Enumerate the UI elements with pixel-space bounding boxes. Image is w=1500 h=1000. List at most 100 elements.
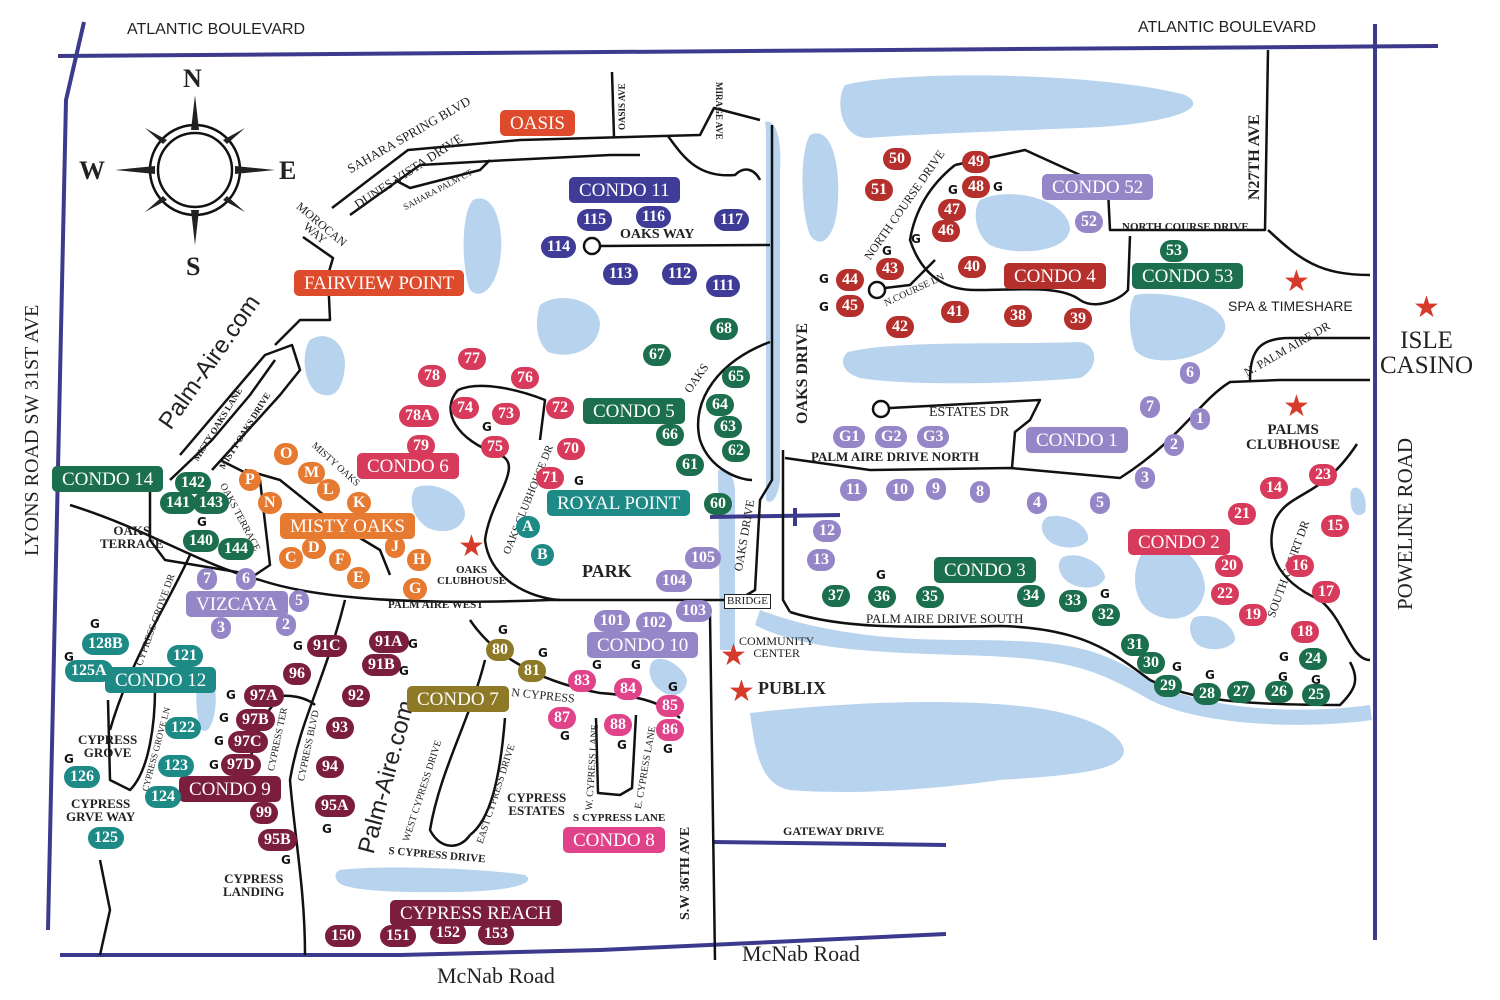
unit-marker[interactable]: 30 [1137,652,1165,674]
unit-marker[interactable]: 114 [541,236,577,258]
unit-marker[interactable]: 24 [1299,648,1327,670]
unit-marker[interactable]: 116 [636,206,672,228]
unit-marker[interactable]: D [302,537,326,559]
unit-marker[interactable]: 72 [546,397,574,419]
unit-marker[interactable]: 37 [822,585,850,607]
unit-marker[interactable]: 22 [1211,583,1239,605]
unit-marker[interactable]: 32 [1092,604,1120,626]
unit-marker[interactable]: 50 [883,148,911,170]
condo-label-condo-11[interactable]: CONDO 11 [569,177,680,203]
unit-marker[interactable]: 42 [886,316,914,338]
unit-marker[interactable]: G2 [875,426,908,448]
unit-marker[interactable]: 128B [82,633,129,655]
unit-marker[interactable]: 3 [1135,467,1155,489]
unit-marker[interactable]: H [407,549,432,571]
unit-marker[interactable]: 78A [399,405,439,427]
unit-marker[interactable]: 75 [481,436,509,458]
unit-marker[interactable]: 35 [916,586,944,608]
unit-marker[interactable]: 115 [577,209,613,231]
unit-marker[interactable]: 5 [1090,492,1110,514]
unit-marker[interactable]: 46 [932,220,960,242]
unit-marker[interactable]: 94 [316,756,344,778]
unit-marker[interactable]: 6 [1180,362,1200,384]
unit-marker[interactable]: 86 [656,719,684,741]
unit-marker[interactable]: 95B [258,829,297,851]
unit-marker[interactable]: 121 [167,645,203,667]
unit-marker[interactable]: 142 [175,472,211,494]
unit-marker[interactable]: 79 [407,435,435,457]
unit-marker[interactable]: 96 [283,663,311,685]
landmark-spa-timeshare[interactable]: SPA & TIMESHARE [1228,298,1353,314]
unit-marker[interactable]: 5 [289,590,309,612]
unit-marker[interactable]: 23 [1309,464,1337,486]
unit-marker[interactable]: 104 [656,570,692,592]
unit-marker[interactable]: 101 [594,610,630,632]
unit-marker[interactable]: 52 [1075,211,1103,233]
unit-marker[interactable]: 70 [557,438,585,460]
unit-marker[interactable]: 43 [876,258,904,280]
unit-marker[interactable]: 11 [840,479,868,501]
unit-marker[interactable]: 103 [676,600,712,622]
landmark-publix[interactable]: PUBLIX [758,678,827,698]
unit-marker[interactable]: 9 [926,478,946,500]
unit-marker[interactable]: 7 [197,568,217,590]
unit-marker[interactable]: 97A [244,685,284,707]
unit-marker[interactable]: 122 [165,717,201,739]
unit-marker[interactable]: G [403,578,428,600]
unit-marker[interactable]: 7 [1140,396,1160,418]
unit-marker[interactable]: 67 [643,344,671,366]
unit-marker[interactable]: 151 [380,925,416,947]
unit-marker[interactable]: 153 [478,923,514,945]
unit-marker[interactable]: 91B [362,654,401,676]
unit-marker[interactable]: 13 [807,549,835,571]
unit-marker[interactable]: M [298,462,326,484]
condo-label-condo-6[interactable]: CONDO 6 [357,453,459,479]
unit-marker[interactable]: 51 [865,179,893,201]
unit-marker[interactable]: 78 [418,365,446,387]
unit-marker[interactable]: A [516,516,540,538]
unit-marker[interactable]: 81 [518,660,546,682]
condo-label-condo-7[interactable]: CONDO 7 [407,686,509,712]
unit-marker[interactable]: 44 [836,269,864,291]
unit-marker[interactable]: 31 [1121,634,1149,656]
unit-marker[interactable]: 8 [970,481,990,503]
condo-label-vizcaya[interactable]: VIZCAYA [186,591,288,617]
unit-marker[interactable]: 49 [962,151,990,173]
unit-marker[interactable]: 14 [1260,477,1288,499]
unit-marker[interactable]: 63 [714,416,742,438]
condo-label-condo-5[interactable]: CONDO 5 [583,398,685,424]
unit-marker[interactable]: 124 [145,786,181,808]
condo-label-condo-10[interactable]: CONDO 10 [587,632,699,658]
unit-marker[interactable]: 47 [938,199,966,221]
unit-marker[interactable]: O [274,443,299,465]
unit-marker[interactable]: 53 [1160,240,1188,262]
unit-marker[interactable]: 144 [218,538,254,560]
unit-marker[interactable]: 97C [228,731,268,753]
unit-marker[interactable]: 123 [158,755,194,777]
unit-marker[interactable]: 15 [1321,515,1349,537]
unit-marker[interactable]: 16 [1286,555,1314,577]
unit-marker[interactable]: 97D [221,754,261,776]
unit-marker[interactable]: 36 [868,586,896,608]
unit-marker[interactable]: 65 [722,366,750,388]
condo-label-royal-point[interactable]: ROYAL POINT [547,490,691,516]
unit-marker[interactable]: 4 [1027,492,1047,514]
unit-marker[interactable]: 95A [315,795,355,817]
unit-marker[interactable]: 91A [369,631,409,653]
unit-marker[interactable]: 66 [656,424,684,446]
unit-marker[interactable]: 87 [548,707,576,729]
unit-marker[interactable]: 29 [1154,675,1182,697]
unit-marker[interactable]: 17 [1312,581,1340,603]
unit-marker[interactable]: F [329,549,351,571]
unit-marker[interactable]: 74 [451,397,479,419]
unit-marker[interactable]: G1 [833,426,866,448]
unit-marker[interactable]: 40 [958,256,986,278]
unit-marker[interactable]: 140 [183,530,219,552]
unit-marker[interactable]: 97B [236,709,275,731]
unit-marker[interactable]: 93 [326,717,354,739]
condo-label-condo-1[interactable]: CONDO 1 [1026,427,1128,453]
unit-marker[interactable]: N [258,492,282,514]
